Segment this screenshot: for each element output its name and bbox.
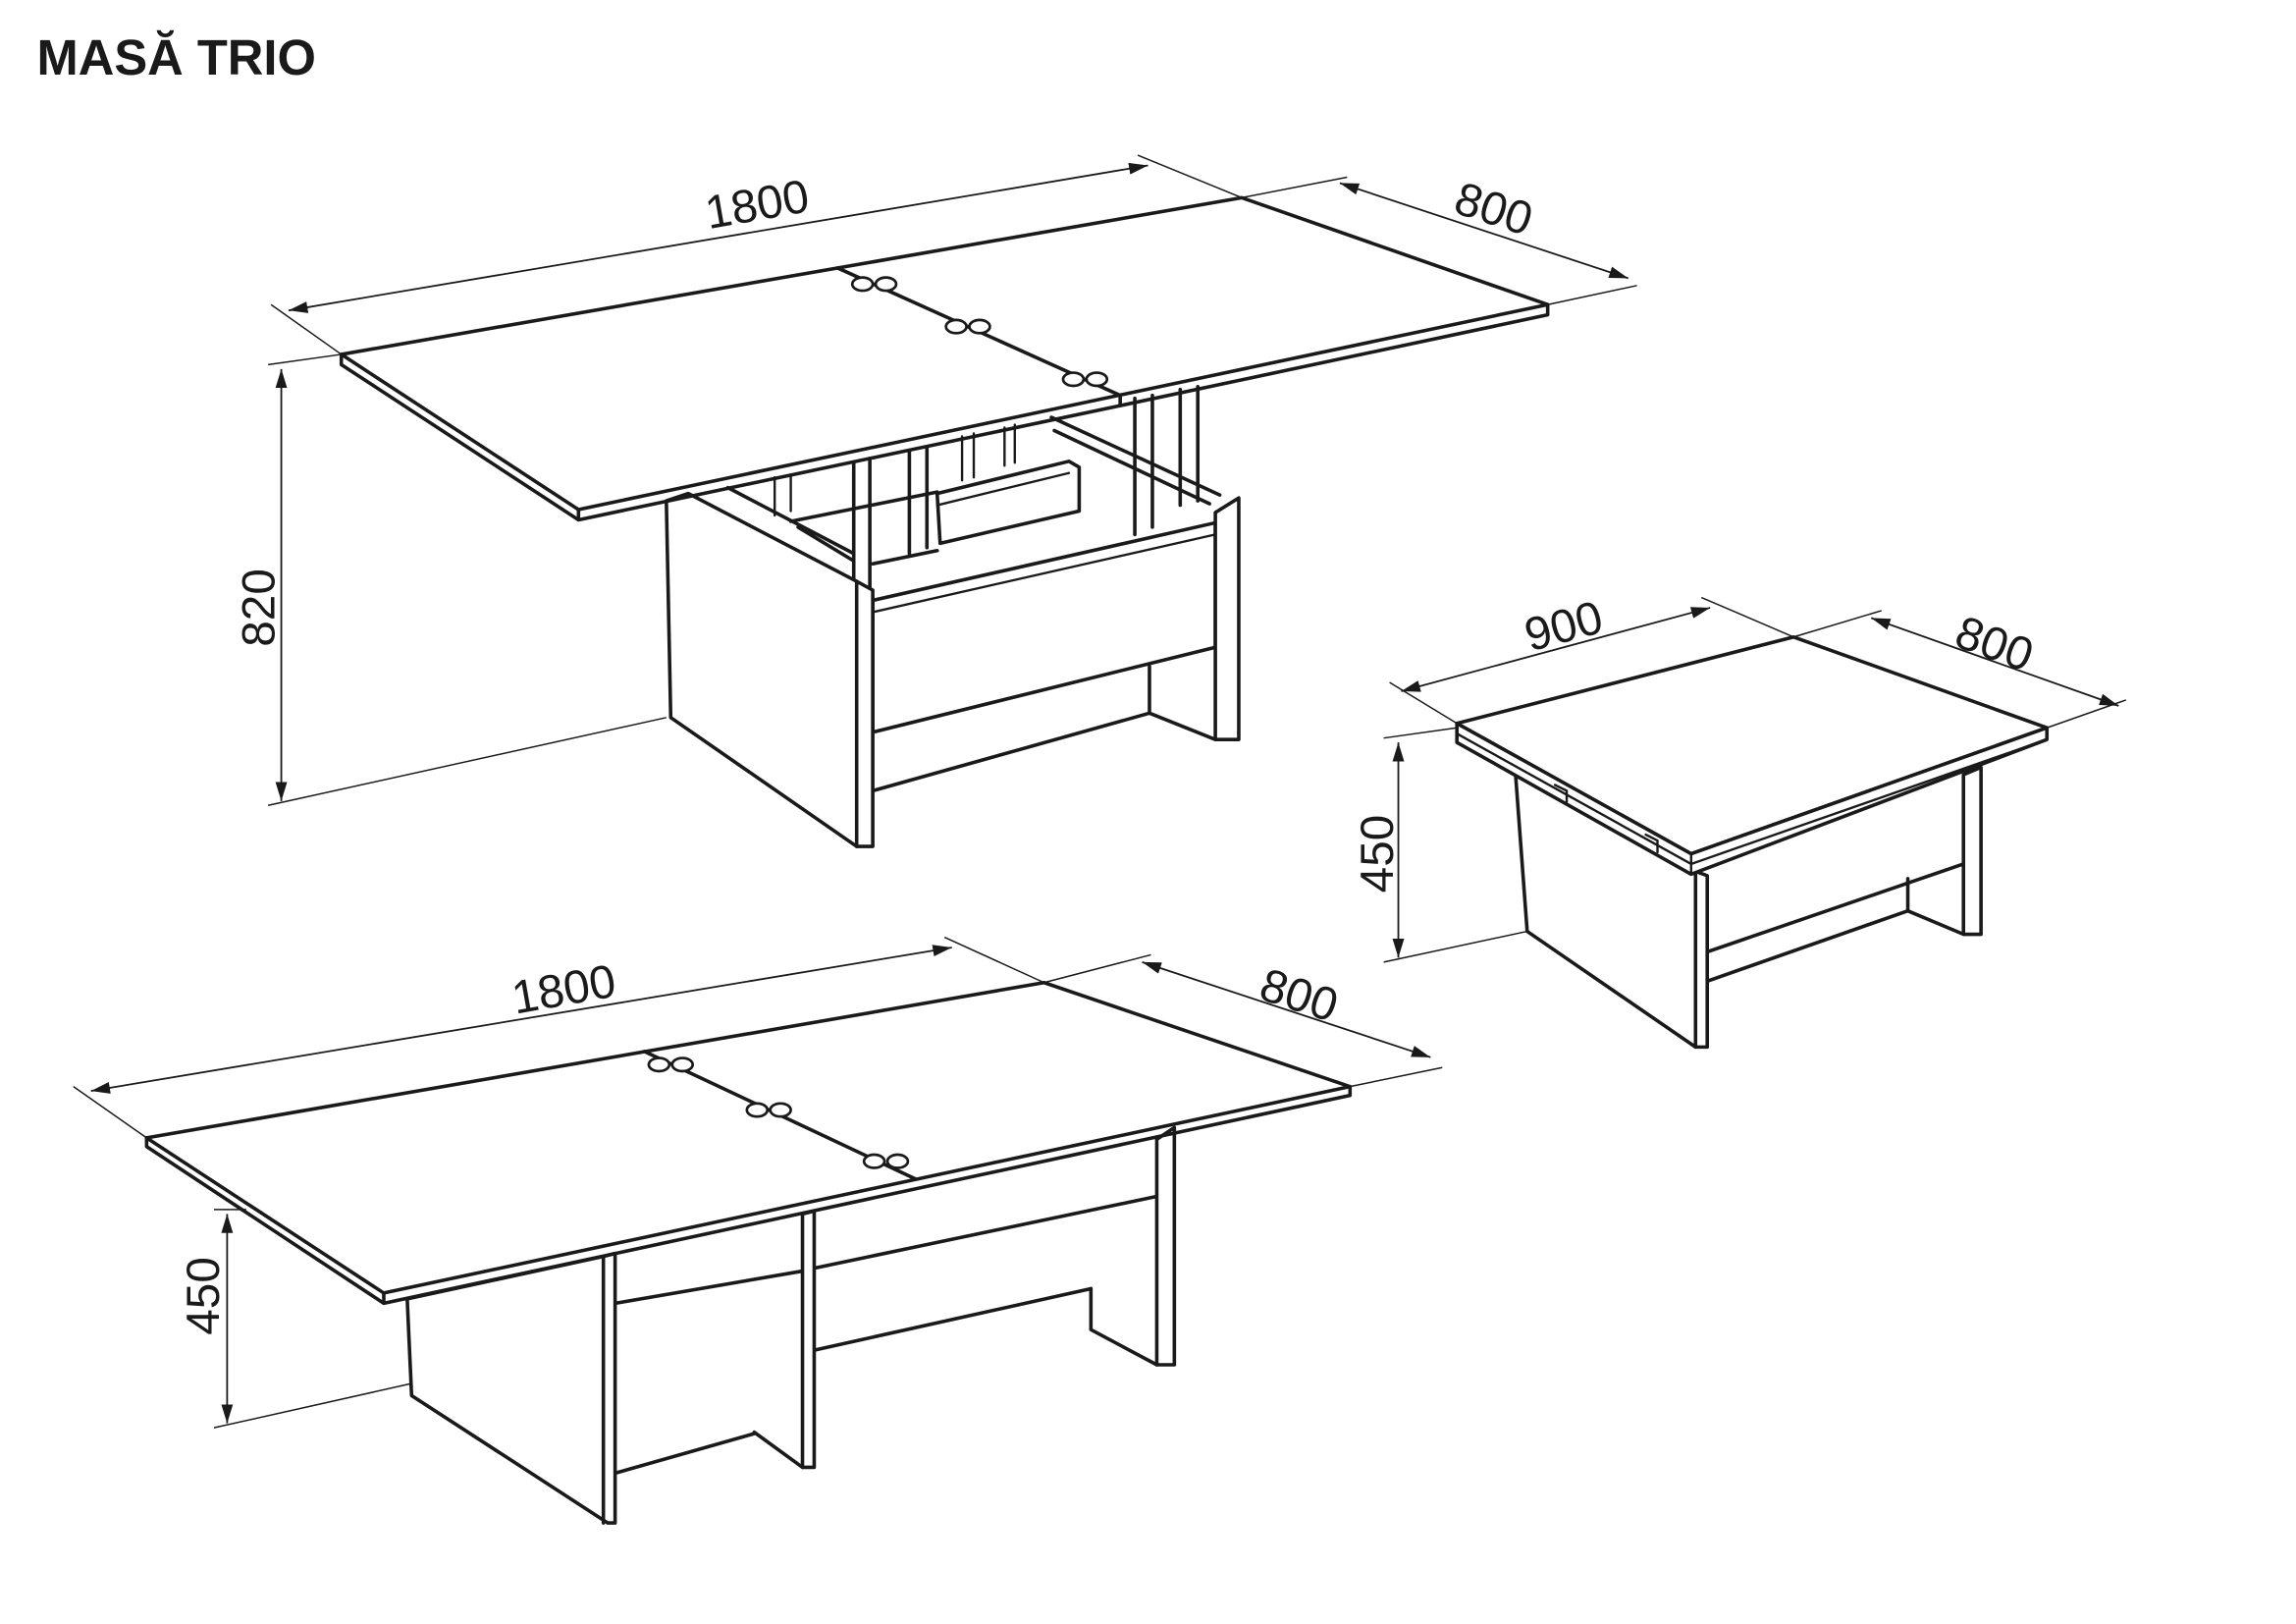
folded-leaf-edge xyxy=(1455,732,2049,876)
extension-line xyxy=(943,936,1044,984)
extension-line xyxy=(1793,610,1882,638)
width-dimension-line xyxy=(1339,182,1629,280)
tabletop-extended-low xyxy=(144,980,1353,1306)
right-side-panel-back xyxy=(1089,1286,1159,1367)
extension-line xyxy=(1241,176,1348,199)
table-extended-high: 1800 800 820 xyxy=(234,154,1637,848)
length-dimension-label: 1800 xyxy=(508,955,620,1025)
extension-line xyxy=(1350,1066,1443,1088)
extension-line xyxy=(1700,596,1794,638)
extension-line xyxy=(268,353,342,366)
right-side-panel xyxy=(1213,496,1241,741)
left-side-panel xyxy=(665,491,875,848)
tabletop-edge xyxy=(339,302,1550,522)
center-panel xyxy=(800,1209,817,1470)
width-dimension-label: 800 xyxy=(1949,607,2040,682)
hinge-icon xyxy=(1061,371,1109,388)
mechanism-rails xyxy=(725,415,1222,566)
width-dimension-label: 800 xyxy=(1254,959,1344,1033)
right-side-panel-back xyxy=(1148,664,1217,741)
left-side-panel xyxy=(405,1251,617,1525)
mechanism-plank xyxy=(934,460,1082,546)
front-apron-bottom xyxy=(1705,862,1966,954)
extension-line xyxy=(1383,727,1458,739)
hinge-icon xyxy=(862,1153,910,1169)
extension-line xyxy=(1389,681,1458,725)
extension-line xyxy=(267,717,667,807)
length-dimension-label: 900 xyxy=(1520,591,1609,662)
length-dimension-label: 1800 xyxy=(701,170,813,240)
extension-line xyxy=(73,1086,147,1139)
center-panel-back xyxy=(752,1430,805,1470)
extension-line xyxy=(1043,953,1151,984)
drawing-title: MASĂ TRIO xyxy=(37,29,316,85)
width-dimension-line xyxy=(1870,617,2119,707)
mechanism-plank-edge xyxy=(935,471,1071,507)
stretchers xyxy=(613,1194,1159,1476)
base-high xyxy=(665,491,1241,848)
mechanism-lift-arms xyxy=(851,384,1200,591)
right-side-panel-back xyxy=(1905,877,1966,937)
length-dimension-line xyxy=(90,945,952,1094)
leaf-stops xyxy=(1553,784,1659,854)
mechanism-bars xyxy=(773,423,1016,517)
extension-line xyxy=(213,1382,410,1429)
height-dimension-label: 820 xyxy=(234,568,286,647)
extension-line xyxy=(270,303,343,355)
base-low xyxy=(405,1125,1177,1525)
height-dimension-label: 450 xyxy=(1352,815,1404,893)
table-compact: 900 800 450 xyxy=(1352,591,2127,1050)
right-side-panel xyxy=(1154,1125,1177,1367)
right-side-panel xyxy=(1961,765,1983,937)
tabletop-extended-high xyxy=(339,195,1550,522)
extension-line xyxy=(1383,930,1527,963)
tabletop-edge xyxy=(144,1084,1353,1306)
lift-mechanism xyxy=(725,384,1222,591)
length-dimension-line xyxy=(1401,607,1711,692)
hinge-icon xyxy=(745,1102,792,1118)
hinge-icon xyxy=(944,318,991,335)
extension-line xyxy=(1137,154,1243,199)
front-apron-edge xyxy=(871,533,1217,614)
table-extended-low: 1800 800 450 xyxy=(73,936,1443,1525)
width-dimension-label: 800 xyxy=(1448,173,1538,246)
extension-line xyxy=(1547,285,1637,305)
lower-stretcher xyxy=(871,711,1151,793)
width-dimension-line xyxy=(1142,961,1431,1058)
lower-stretcher xyxy=(1705,908,1910,984)
length-dimension-line xyxy=(288,162,1148,313)
height-dimension-label: 450 xyxy=(178,1257,230,1335)
